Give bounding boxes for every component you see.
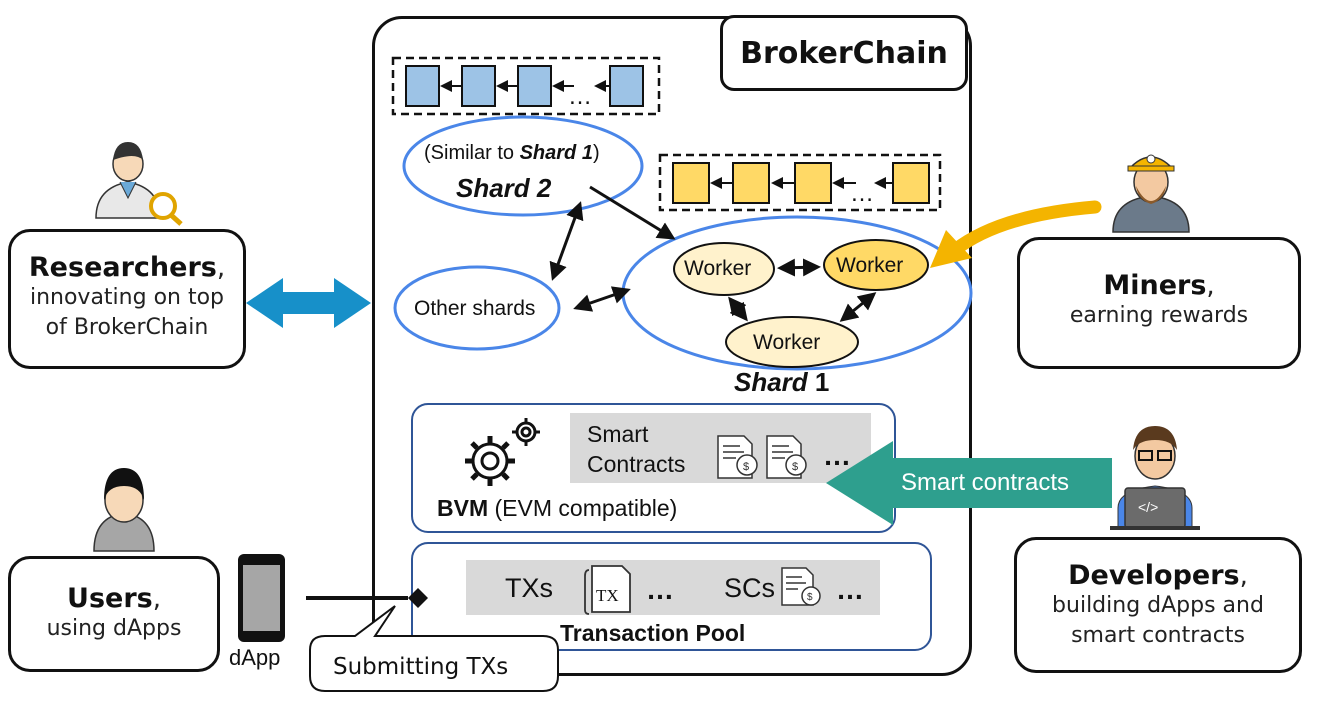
users-desc: using dApps: [46, 616, 182, 641]
yellow-block: [672, 162, 710, 204]
yellow-block: [732, 162, 770, 204]
blue-block: [461, 65, 496, 107]
svg-text:$: $: [743, 461, 749, 473]
miner-arrow: [930, 200, 1102, 268]
shard2-ellipse: [402, 115, 644, 217]
worker-node: [673, 242, 775, 296]
svg-text:…: …: [850, 180, 874, 207]
brokerchain-title-box: BrokerChain: [720, 15, 968, 91]
other-shards-ellipse: [393, 265, 561, 351]
tx-document-icon: [584, 565, 631, 615]
contract-icon: $: [717, 435, 758, 479]
other-shards-label: Other shards: [414, 297, 536, 320]
developers-box: Developers, building dApps and smart con…: [1014, 537, 1302, 673]
researcher-double-arrow: [246, 278, 371, 328]
worker-node-active: [823, 239, 929, 291]
brokerchain-title: BrokerChain: [740, 35, 948, 71]
submitting-label: Submitting TXs: [333, 654, 509, 680]
developer-icon: </>: [1110, 426, 1200, 530]
developers-desc-1: building dApps and: [1052, 593, 1264, 618]
gear-icon: [465, 418, 540, 486]
blue-block: [405, 65, 440, 107]
tx-icon-label: TX: [596, 586, 619, 605]
transaction-pool-title: Transaction Pool: [560, 620, 746, 646]
dapp-label: dApp: [229, 645, 281, 670]
developers-title: Developers: [1068, 560, 1240, 591]
miners-box: Miners, earning rewards: [1017, 237, 1301, 369]
shard2-label: Shard 2: [456, 173, 552, 203]
pool-ellipsis: …: [836, 574, 864, 605]
contract-icon: $: [781, 567, 821, 606]
blue-block: [517, 65, 552, 107]
developers-desc-2: smart contracts: [1071, 623, 1245, 648]
user-icon: [93, 468, 155, 552]
researchers-box: Researchers, innovating on top of Broker…: [8, 229, 246, 369]
users-box: Users, using dApps: [8, 556, 220, 672]
blue-block: [609, 65, 644, 107]
svg-text:$: $: [792, 461, 798, 473]
submitting-callout: [309, 605, 559, 692]
shard2-note: (Similar to Shard 1): [424, 142, 600, 164]
users-title: Users: [67, 583, 153, 614]
worker-label: Worker: [836, 254, 904, 277]
pool-txs: TXs: [505, 573, 554, 603]
researchers-desc-2: of BrokerChain: [45, 315, 209, 340]
contract-icon: $: [766, 435, 807, 479]
smart-contracts-arrow: [826, 441, 1112, 525]
yellow-block: [892, 162, 930, 204]
worker-label: Worker: [684, 257, 752, 280]
miner-icon: [1112, 154, 1190, 233]
miners-desc: earning rewards: [1069, 303, 1249, 328]
smart-contracts-ellipsis: …: [823, 440, 851, 471]
svg-text:…: …: [568, 83, 592, 110]
pool-ellipsis: …: [646, 574, 674, 605]
svg-text:$: $: [807, 592, 813, 603]
blue-blockchain: …: [391, 56, 661, 116]
smart-contracts-text: Smart Contracts: [587, 421, 686, 477]
smart-contracts-arrow-label: Smart contracts: [901, 469, 1070, 496]
worker-label: Worker: [753, 331, 821, 354]
researchers-desc-1: innovating on top: [29, 285, 225, 310]
shard1-label: Shard 1: [734, 367, 830, 397]
miners-title: Miners: [1103, 270, 1207, 301]
yellow-blockchain: …: [658, 153, 942, 212]
pool-scs: SCs: [724, 573, 776, 603]
yellow-block: [794, 162, 832, 204]
bvm-label: BVM (EVM compatible): [437, 495, 678, 521]
researchers-title: Researchers: [28, 252, 217, 283]
phone-icon: [238, 554, 285, 642]
svg-text:</>: </>: [1138, 499, 1158, 515]
researcher-icon: [95, 142, 183, 226]
worker-node: [725, 316, 859, 368]
